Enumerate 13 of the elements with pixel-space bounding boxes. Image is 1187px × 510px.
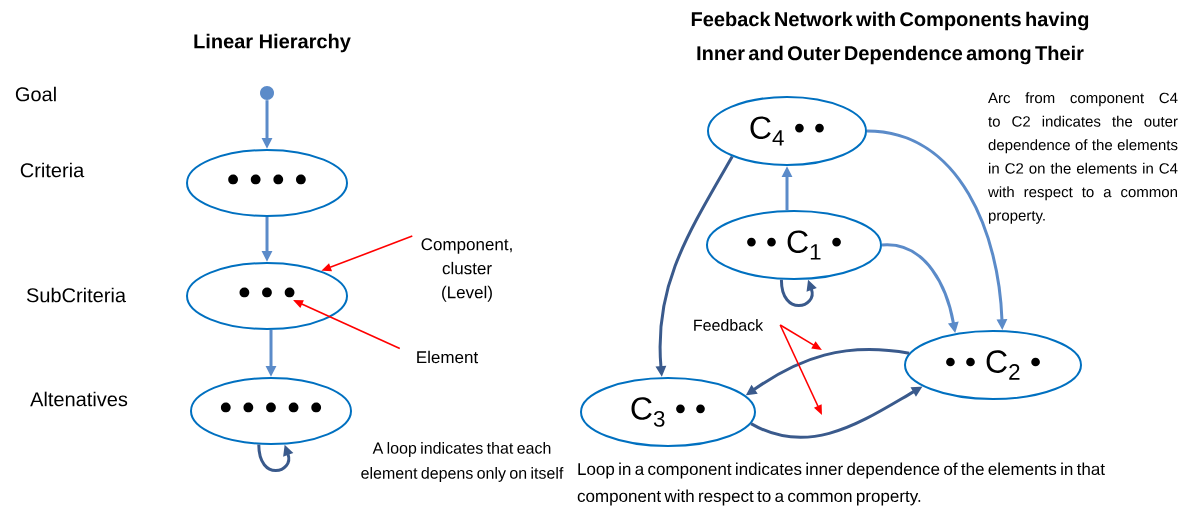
level-label: Goal [15, 86, 56, 102]
callout-text: Element [417, 350, 479, 364]
note-text: A loop indicates that each element depens only on itself [361, 442, 564, 482]
callout-text: Feedback [694, 319, 764, 331]
note-text: Arc from component C4 to C2 indicates the outer dependence of the elements in C2 on the elements in C4 with respect to a common property. [988, 92, 1178, 224]
level-label: Altenatives [30, 391, 128, 407]
callout-text: Component, cluster (Level) [421, 238, 512, 302]
level-label: SubCriteria [26, 287, 126, 303]
level-label: Criteria [20, 162, 85, 178]
goal-dot [260, 86, 274, 100]
heading: Linear Hierarchy [194, 33, 351, 53]
note-text: Loop in a component indicates inner dependence of the elements in that component with respect to a common property. [577, 462, 1105, 506]
heading: Feeback Network with Components having Inner and Outer Dependence among Their [691, 11, 1089, 65]
